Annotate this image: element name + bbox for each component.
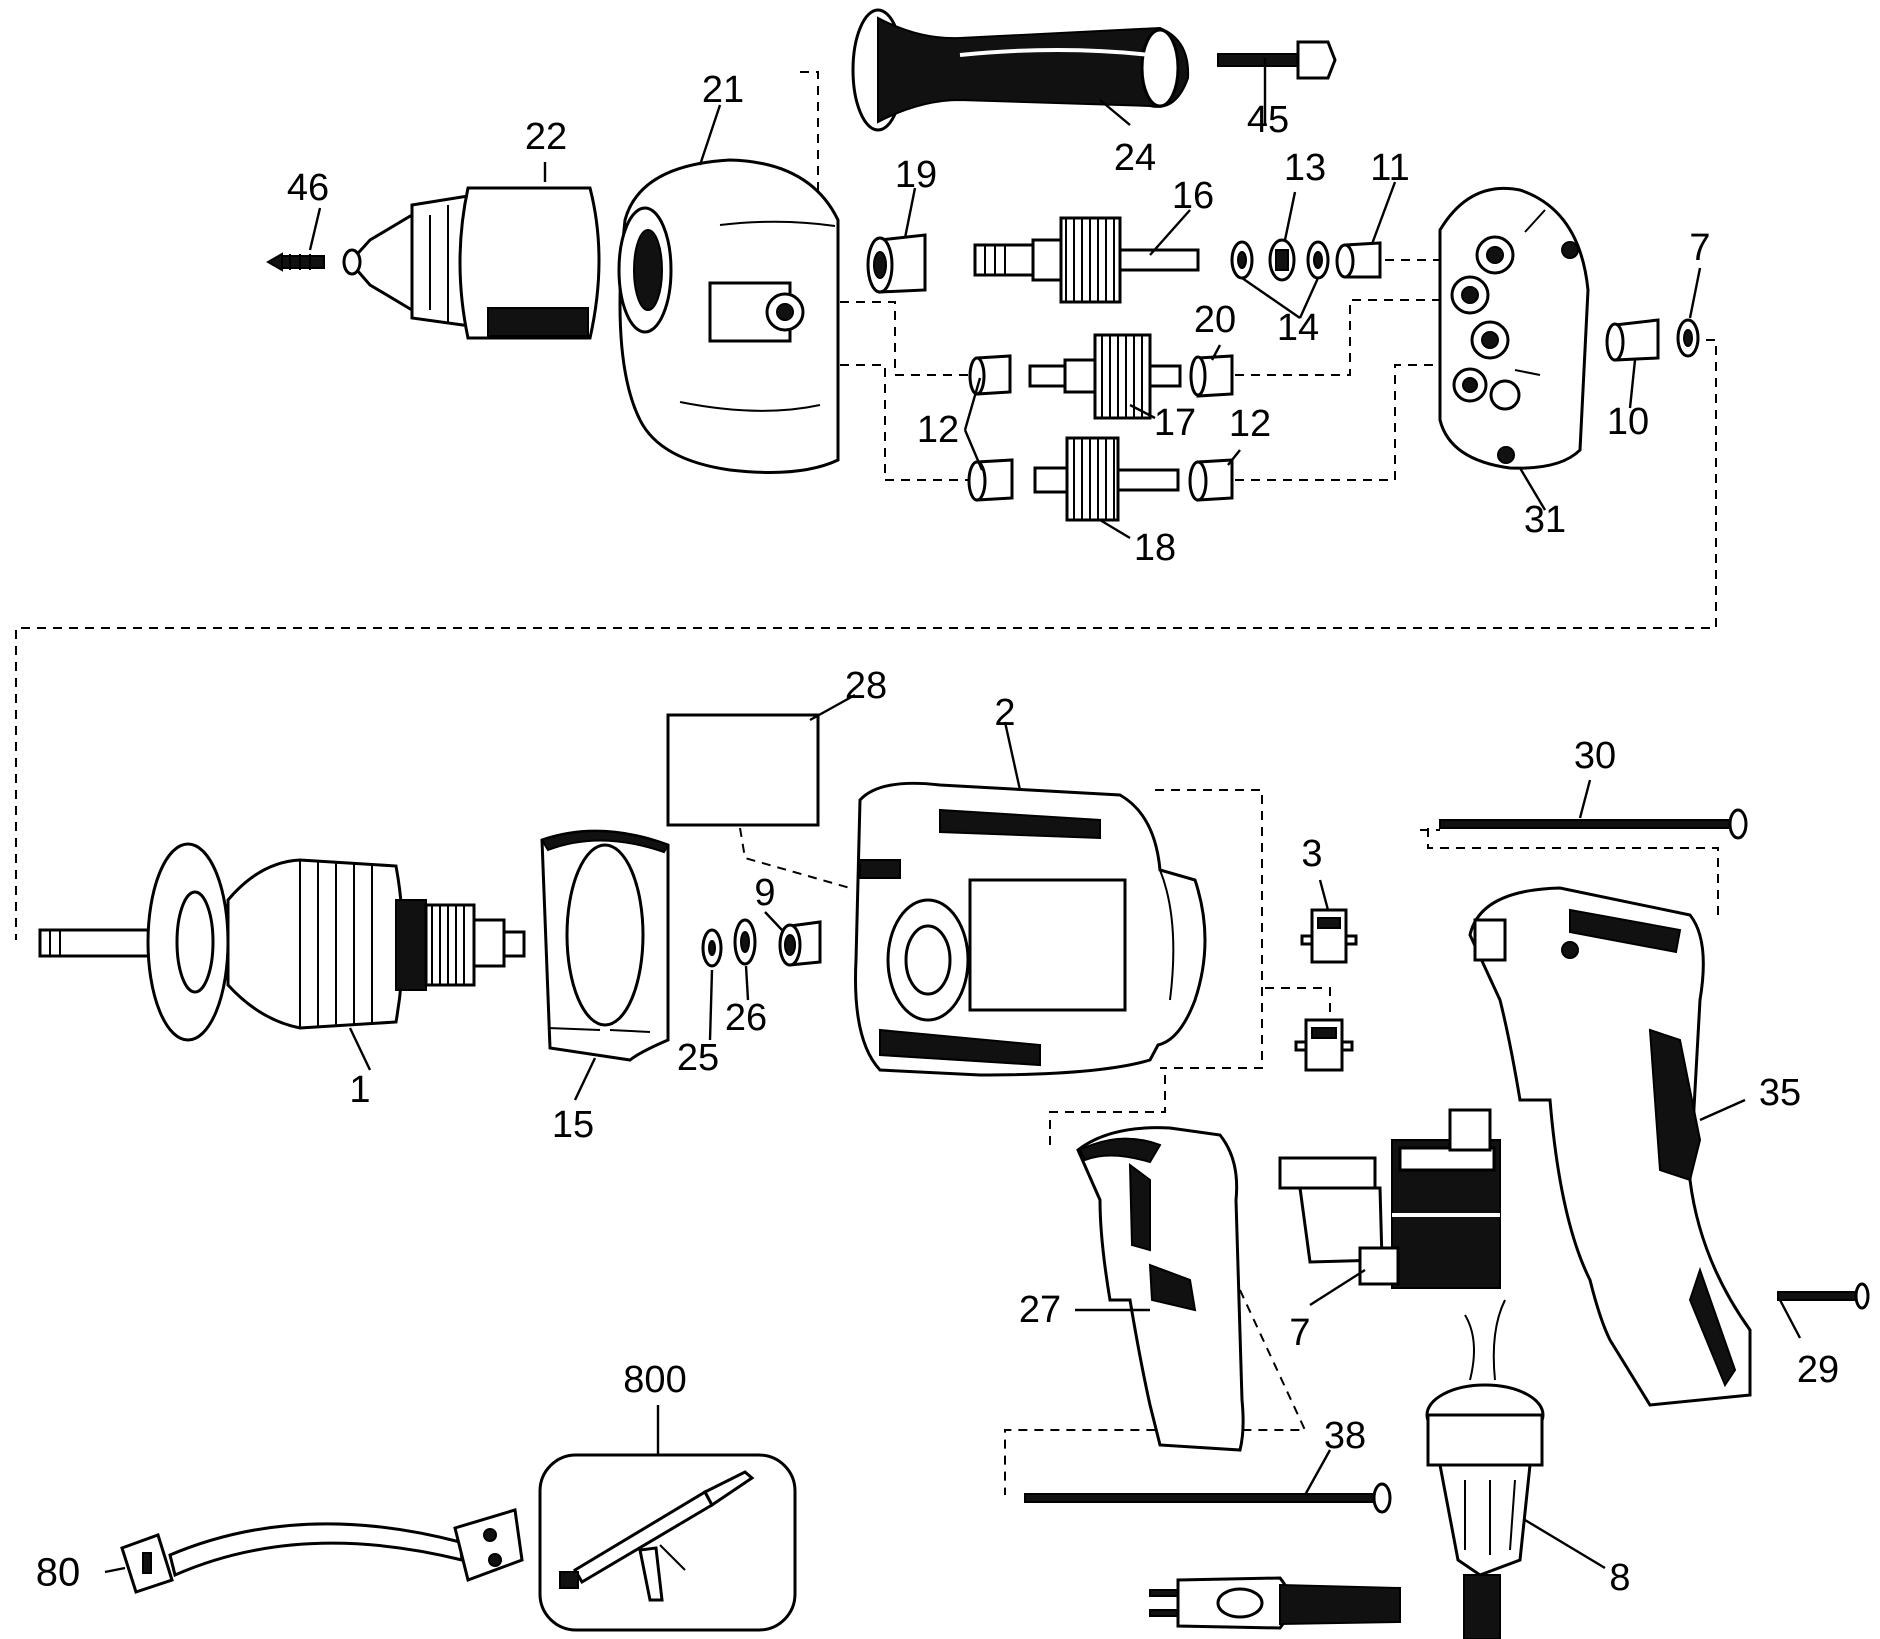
drill-chuck-icon (342, 186, 601, 340)
label-12-left: 12 (917, 409, 959, 451)
label-80: 80 (36, 1551, 81, 1595)
label-15: 15 (552, 1104, 594, 1146)
label-8: 8 (1609, 1557, 1630, 1599)
label-3: 3 (1301, 833, 1322, 875)
label-11: 11 (1370, 147, 1409, 189)
power-plug-icon (1149, 1576, 1401, 1630)
label-38: 38 (1324, 1415, 1366, 1457)
nameplate-part-28 (666, 713, 820, 827)
label-27: 27 (1019, 1289, 1061, 1331)
bearing-part-9 (778, 920, 822, 967)
motor-housing-icon (854, 781, 1207, 1077)
washers-part-13-14 (1230, 238, 1330, 282)
label-10: 10 (1607, 401, 1649, 443)
side-handle-icon (851, 8, 1190, 132)
label-18: 18 (1134, 527, 1176, 569)
washer-part-7-top (1676, 318, 1700, 358)
bushing-part-11 (1335, 241, 1382, 279)
service-tool-icon (538, 1453, 797, 1632)
intermediate-gear-part-17 (1028, 333, 1182, 420)
chuck-screw-part-46 (265, 252, 325, 272)
retaining-ring-part-26 (733, 918, 757, 966)
label-29: 29 (1797, 1349, 1839, 1391)
label-2: 2 (994, 692, 1015, 734)
armature-icon (38, 842, 526, 1042)
label-30: 30 (1574, 735, 1616, 777)
label-22: 22 (525, 116, 567, 158)
label-1: 1 (349, 1069, 370, 1111)
long-screw-part-30 (1439, 808, 1748, 840)
label-800: 800 (623, 1359, 686, 1401)
countershaft-gear-part-18 (1033, 436, 1180, 522)
label-24: 24 (1114, 137, 1156, 179)
label-13: 13 (1284, 147, 1326, 189)
label-28: 28 (845, 665, 887, 707)
label-46: 46 (287, 167, 329, 209)
label-7-bottom: 7 (1289, 1312, 1310, 1354)
assembly-dash-lines (15, 71, 1719, 1495)
brush-holder-part-3 (1300, 908, 1358, 964)
cord-strap-icon (120, 1508, 524, 1594)
part-number-labels: 22 21 45 24 46 19 16 13 11 14 7 10 31 20… (36, 69, 1839, 1599)
cord-protector-icon (1425, 1299, 1545, 1639)
brush-holder-part-3-lower (1294, 1018, 1354, 1072)
gear-housing-part-21 (617, 158, 840, 474)
handle-housing-part-27 (1076, 1126, 1245, 1452)
label-16: 16 (1172, 175, 1214, 217)
handle-bolt-part-45 (1217, 40, 1337, 80)
bushing-part-12-top (968, 354, 1012, 396)
screw-part-29 (1777, 1282, 1870, 1310)
label-17: 17 (1154, 402, 1196, 444)
label-19: 19 (895, 154, 937, 196)
label-45: 45 (1247, 99, 1289, 141)
washer-part-25 (701, 928, 723, 968)
handle-housing-icon (1468, 886, 1752, 1407)
long-screw-part-38 (1024, 1482, 1392, 1514)
label-26: 26 (725, 997, 767, 1039)
label-21: 21 (702, 69, 744, 111)
bushing-part-12-bottom-right (1188, 458, 1234, 502)
bushing-part-19 (866, 233, 927, 294)
leader-lines (104, 58, 1802, 1574)
spindle-gear-part-16 (973, 216, 1200, 304)
label-14: 14 (1277, 307, 1319, 349)
bushing-part-12-bottom-left (967, 458, 1014, 502)
baffle-part-15 (540, 829, 670, 1062)
bearing-part-10 (1605, 318, 1660, 362)
bushing-part-20 (1189, 354, 1234, 398)
label-20: 20 (1194, 299, 1236, 341)
label-35: 35 (1759, 1072, 1801, 1114)
gear-case-icon (1438, 186, 1590, 470)
label-7-top: 7 (1689, 227, 1710, 269)
trigger-switch-icon (1278, 1108, 1501, 1289)
label-12-right: 12 (1229, 403, 1271, 445)
label-9: 9 (754, 872, 775, 914)
label-25: 25 (677, 1037, 719, 1079)
label-31: 31 (1524, 499, 1566, 541)
